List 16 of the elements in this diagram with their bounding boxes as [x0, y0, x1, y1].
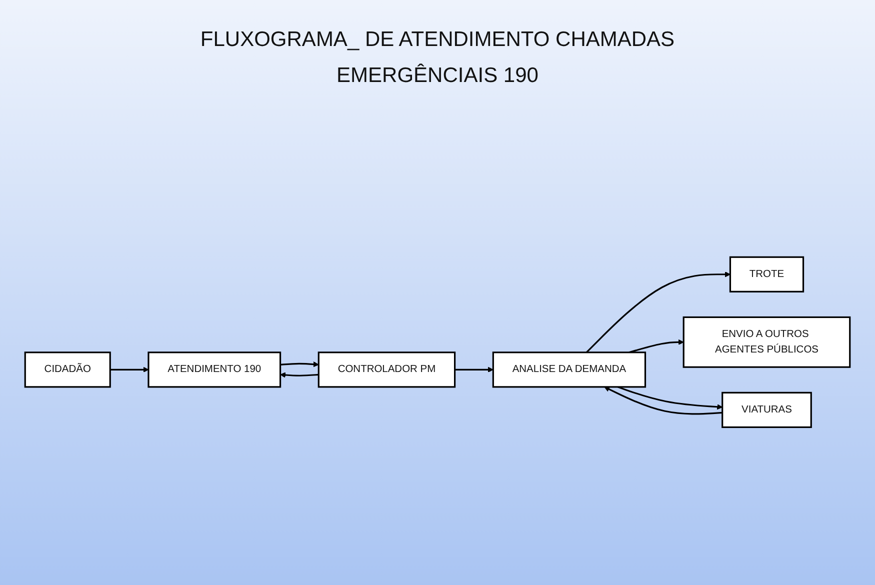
arrow: [604, 386, 722, 416]
node-box: VIATURAS: [722, 392, 812, 428]
node-box: TROTE: [729, 256, 804, 293]
node-box: ATENDIMENTO 190: [148, 352, 282, 388]
arrow: [110, 367, 149, 373]
arrow: [617, 386, 723, 410]
diagram-title: FLUXOGRAMA_ DE ATENDIMENTO CHAMADAS EMERGÊNCIAIS 190: [200, 27, 675, 89]
arrow: [280, 362, 319, 368]
node-box: ANALISE DA DEMANDA: [492, 352, 646, 388]
node-box: CONTROLADOR PM: [318, 352, 456, 388]
arrow: [586, 272, 730, 354]
node-box: CIDADÃO: [24, 352, 111, 388]
arrow: [454, 367, 494, 373]
arrow: [280, 372, 319, 378]
arrow: [628, 340, 684, 354]
node-box: ENVIO A OUTROS AGENTES PÚBLICOS: [682, 316, 851, 368]
